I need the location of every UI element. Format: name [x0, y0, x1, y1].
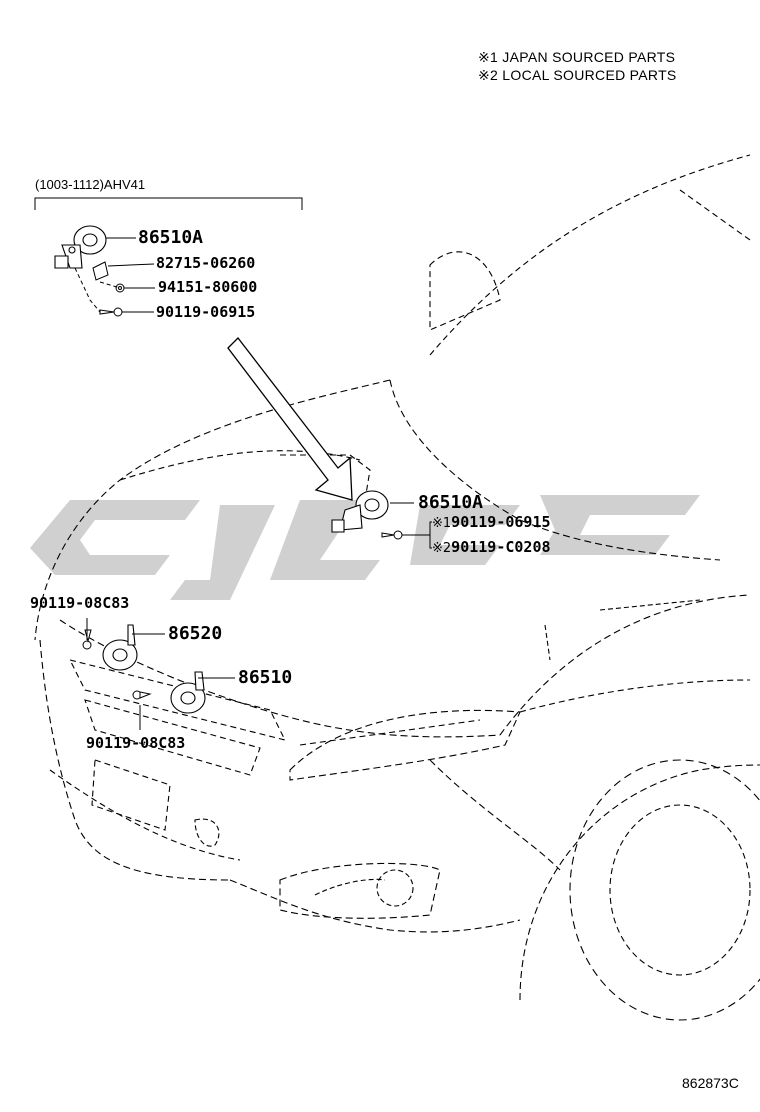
callout-horn-low: 86520 [168, 623, 223, 644]
horn-86510-icon [170, 671, 206, 714]
inset-leaders [74, 237, 155, 313]
japan-mark: ※1 [432, 516, 452, 531]
inset-bracket-icon [92, 261, 109, 281]
horn-86510a-icon [331, 490, 389, 533]
main-leaders [390, 502, 432, 549]
inset-applicability: (1003-1112)AHV41 [35, 177, 146, 192]
callout-bolt-upper: 90119-08C83 [30, 594, 130, 612]
callout-bolt-lower: 90119-08C83 [86, 734, 186, 752]
local-mark: ※2 [432, 541, 452, 556]
callout-bolt-japan-number: 90119-06915 [451, 513, 551, 531]
callout-bolt-local: ※290119-C0208 [432, 538, 551, 556]
inset-horn-icon [54, 225, 107, 269]
inset-part-nut: 94151-80600 [158, 278, 258, 296]
car-outline [34, 154, 760, 1021]
bolt-icon [381, 530, 403, 540]
inset-bolt-icon [99, 307, 123, 317]
legend-local-sourced: ※2 LOCAL SOURCED PARTS [478, 67, 677, 83]
inset-nut-icon [115, 283, 125, 293]
pointer-arrow [227, 337, 353, 501]
inset-part-bolt: 90119-06915 [156, 303, 256, 321]
callout-bolt-local-number: 90119-C0208 [451, 538, 551, 556]
inset-part-horn: 86510A [138, 227, 204, 248]
inset-bracket [34, 197, 303, 210]
callout-horn-a: 86510A [418, 492, 484, 513]
inset-part-bracket: 82715-06260 [156, 254, 256, 272]
callout-horn-high: 86510 [238, 667, 293, 688]
bolt-lower-icon [132, 690, 152, 700]
legend-japan-sourced: ※1 JAPAN SOURCED PARTS [478, 49, 676, 65]
horn-leaders [86, 618, 235, 730]
callout-bolt-japan: ※190119-06915 [432, 513, 551, 531]
illustration-id: 862873C [682, 1075, 739, 1091]
horn-86520-icon [102, 624, 138, 671]
